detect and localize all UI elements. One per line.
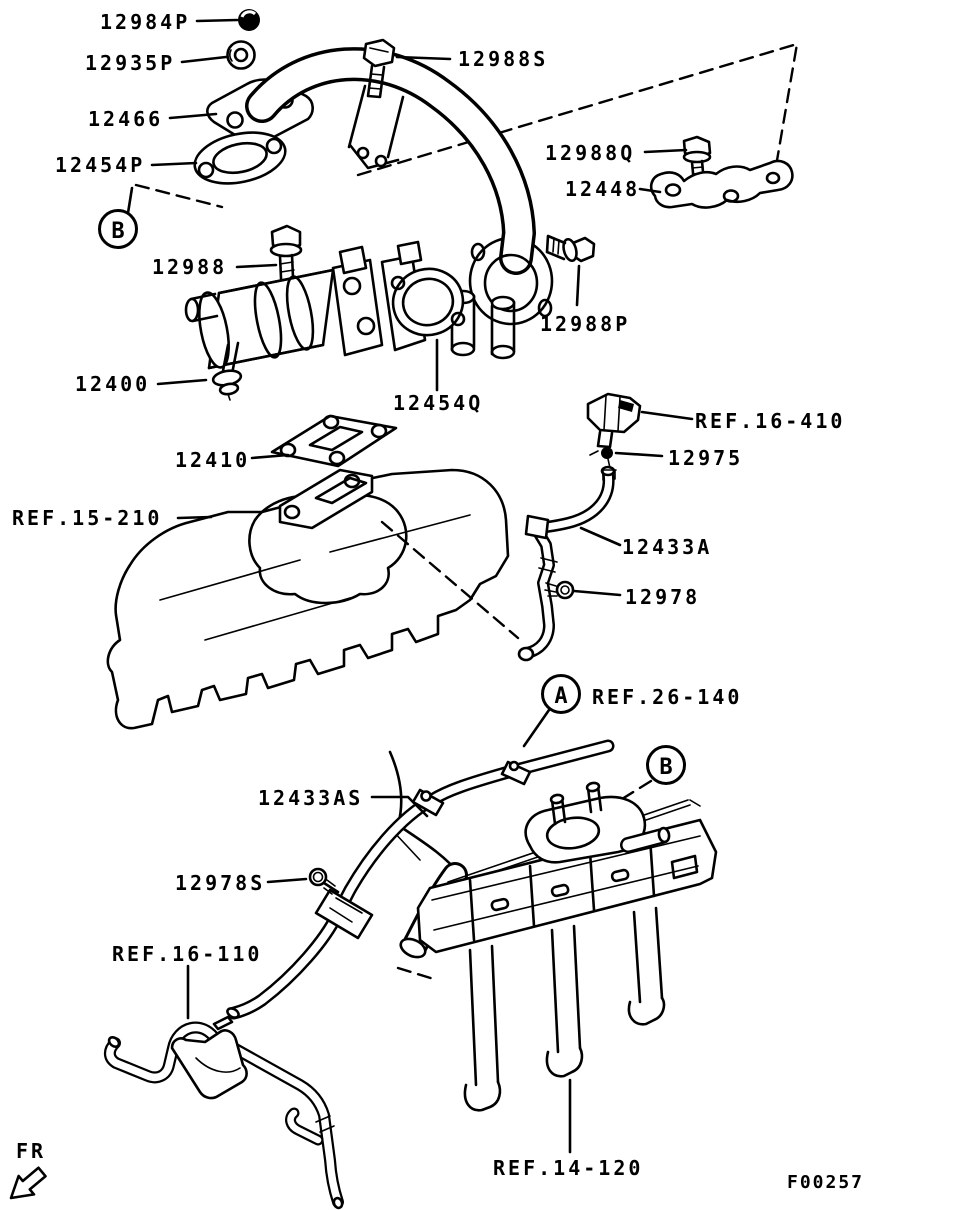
bolt-12978S	[308, 867, 340, 895]
gasket-12454Q	[390, 267, 466, 337]
fr-direction-arrow	[9, 1166, 47, 1200]
map-sensor-ref-16-410	[586, 392, 642, 449]
vacuum-pipe-12433AS	[226, 739, 615, 1020]
cap-12984P	[238, 9, 260, 31]
intake-manifold	[106, 468, 510, 730]
fr-direction-label: FR	[16, 1139, 47, 1163]
vacuum-pipe-12433A	[517, 465, 616, 662]
part-label-12935P: 12935P	[85, 51, 176, 75]
part-label-12975: 12975	[668, 446, 744, 470]
pipe-union-joint	[314, 888, 374, 940]
manifold-stay-ref-14-120	[416, 781, 718, 1112]
hose-clip-12975	[589, 447, 617, 481]
part-label-12433A: 12433A	[622, 535, 713, 559]
washer-12935P	[226, 40, 256, 70]
ref-label-16-410: REF.16-410	[695, 409, 846, 433]
part-label-12988Q: 12988Q	[545, 141, 636, 165]
part-label-12454Q: 12454Q	[393, 391, 484, 415]
stay-bracket-12448	[649, 159, 794, 209]
ref-label-15-210: REF.15-210	[12, 506, 163, 530]
egr-valve-stem	[211, 341, 243, 401]
bolt-12988S	[362, 38, 396, 99]
part-label-12400: 12400	[75, 372, 151, 396]
part-label-12466: 12466	[88, 107, 164, 131]
pipe-clamp-upper	[500, 760, 532, 786]
pipe-clamp	[347, 84, 405, 170]
balloon-b-top: B	[98, 209, 138, 249]
part-label-12454P: 12454P	[55, 153, 146, 177]
leader-lines	[150, 18, 694, 1154]
figure-code: F00257	[787, 1172, 865, 1193]
egr-mounting-pad	[278, 468, 374, 530]
part-label-12433AS: 12433AS	[258, 786, 364, 810]
part-label-12978S: 12978S	[175, 871, 266, 895]
bolt-12988P	[545, 234, 596, 263]
pipe-clamp-mid	[411, 788, 445, 817]
part-label-12988: 12988	[152, 255, 228, 279]
egr-pipe-gasket-12410	[270, 414, 398, 468]
part-label-12978: 12978	[625, 585, 701, 609]
pipe-holder-bracket	[170, 1029, 248, 1100]
ref-label-14-120: REF.14-120	[493, 1156, 644, 1180]
part-label-12410: 12410	[175, 448, 251, 472]
fuel-pipe-ref-16-110	[103, 1015, 344, 1210]
ref-label-16-110: REF.16-110	[112, 942, 263, 966]
bolt-12978	[544, 580, 575, 600]
egr-pipe-assembly	[206, 47, 554, 326]
part-label-12988P: 12988P	[540, 312, 631, 336]
gasket-12454P	[193, 131, 287, 185]
part-label-12988S: 12988S	[458, 47, 549, 71]
ref-label-26-140: REF.26-140	[592, 685, 743, 709]
balloon-a: A	[541, 674, 581, 714]
part-label-12448: 12448	[565, 177, 641, 201]
stay-legs	[463, 906, 666, 1112]
stay-boss-with-studs	[524, 781, 647, 864]
balloon-b-bottom: B	[646, 745, 686, 785]
part-label-12984P: 12984P	[100, 10, 191, 34]
egr-valve-inlet-nozzle	[184, 292, 219, 323]
